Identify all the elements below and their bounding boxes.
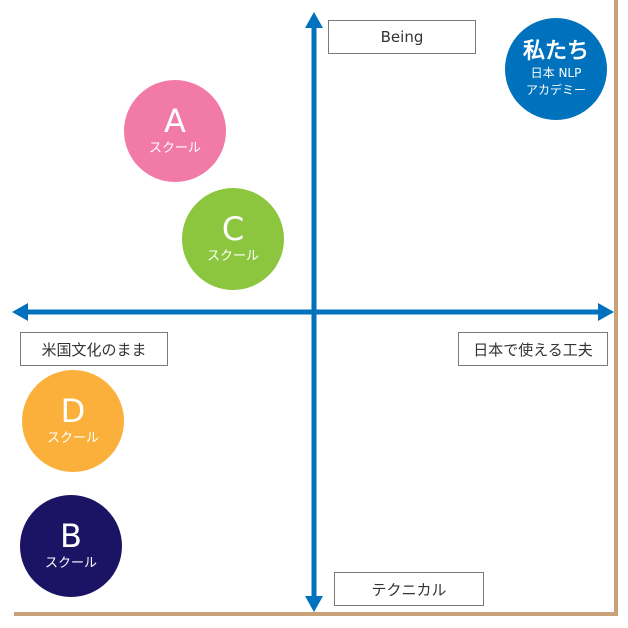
- school-d-circle: D スクール: [22, 370, 124, 472]
- school-letter: C: [221, 210, 245, 248]
- us-title: 私たち: [522, 39, 589, 64]
- us-circle: 私たち 日本 NLP アカデミー: [505, 18, 607, 120]
- school-letter: B: [60, 517, 82, 555]
- arrow-left-icon: [12, 303, 28, 321]
- school-sub: スクール: [46, 431, 99, 446]
- axis-label-left: 米国文化のまま: [20, 332, 168, 366]
- school-sub: スクール: [44, 556, 97, 571]
- school-a-circle: A スクール: [124, 80, 226, 182]
- school-sub: スクール: [148, 141, 201, 156]
- arrow-right-icon: [598, 303, 614, 321]
- us-line-2: アカデミー: [525, 83, 586, 97]
- axis-label-right: 日本で使える工夫: [458, 332, 608, 366]
- school-b-circle: B スクール: [20, 495, 122, 597]
- axis-label-top: Being: [328, 20, 476, 54]
- axis-label-bottom: テクニカル: [334, 572, 484, 606]
- school-letter: A: [164, 102, 186, 140]
- arrow-up-icon: [305, 12, 323, 28]
- school-c-circle: C スクール: [182, 188, 284, 290]
- frame-border: [14, 0, 618, 616]
- us-line-1: 日本 NLP: [530, 66, 582, 80]
- school-sub: スクール: [206, 249, 259, 264]
- school-letter: D: [60, 392, 86, 430]
- arrow-down-icon: [305, 596, 323, 612]
